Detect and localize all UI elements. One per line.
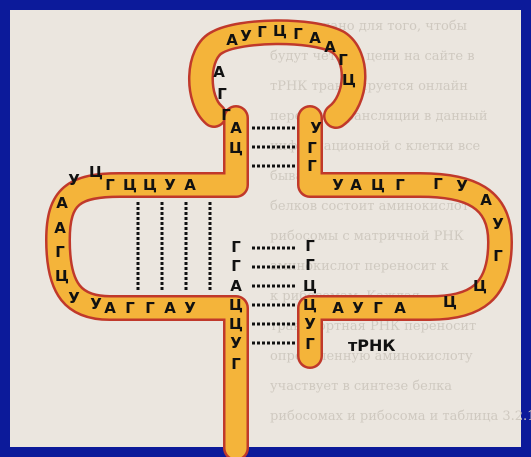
acceptor-stem-left-nucleotide: Ц: [229, 315, 243, 333]
acceptor-stem-left-nucleotide: Ц: [229, 296, 243, 314]
top-loop-nucleotide: Г: [293, 25, 303, 43]
acceptor-stem-right-nucleotide: Г: [305, 256, 315, 274]
top-loop-nucleotide: А: [324, 38, 336, 56]
left-loop-nucleotide: У: [68, 171, 80, 189]
left-loop-nucleotide: У: [68, 289, 80, 307]
background-text-line: рибосомах и рибосома и таблица 3.2.1: [270, 409, 531, 424]
background-text-line: участвует в синтезе белка: [270, 379, 452, 394]
top-loop-nucleotide: Ц: [273, 22, 287, 40]
background-text-line: будут четыре цепи на сайте в: [270, 49, 475, 64]
acceptor-stem-right-nucleotide: У: [304, 315, 316, 333]
top-loop-nucleotide: Г: [257, 23, 267, 41]
right-loop-nucleotide: У: [456, 177, 468, 195]
top-loop-nucleotide: Г: [338, 51, 348, 69]
acceptor-stem-left-nucleotide: А: [230, 277, 242, 295]
right-arm-bottom-nucleotide: А: [394, 299, 406, 317]
right-arm-top-nucleotide: У: [332, 176, 344, 194]
left-loop-nucleotide: Ц: [89, 163, 103, 181]
right-loop-nucleotide: У: [492, 215, 504, 233]
right-arm-bottom-nucleotide: А: [332, 299, 344, 317]
left-loop-nucleotide: А: [54, 219, 66, 237]
top-loop-nucleotide: А: [309, 29, 321, 47]
right-loop-nucleotide: Г: [433, 175, 443, 193]
background-text-line: рибосомы с матричной РНК: [270, 229, 464, 244]
right-arm-bottom-nucleotide: Г: [373, 299, 383, 317]
background-text-line: белков состоит аминокислот: [270, 199, 469, 214]
acceptor-stem-left-nucleotide: У: [230, 334, 242, 352]
background-text-line: аминокислот переносит к: [270, 259, 449, 274]
right-arm-bottom-nucleotide: У: [352, 299, 364, 317]
top-stem-right-nucleotide: У: [310, 119, 322, 137]
top-stem-left-nucleotide: Г: [217, 85, 227, 103]
right-loop-nucleotide: А: [480, 191, 492, 209]
right-arm-top-nucleotide: Г: [395, 176, 405, 194]
acceptor-stem-right-nucleotide: Г: [305, 237, 315, 255]
top-stem-right-nucleotide: Г: [307, 139, 317, 157]
left-arm-top-nucleotide: Г: [105, 176, 115, 194]
acceptor-stem-left-nucleotide: Г: [231, 355, 241, 373]
left-arm-bottom-nucleotide: А: [164, 299, 176, 317]
left-arm-top-nucleotide: У: [164, 176, 176, 194]
right-loop-nucleotide: Ц: [443, 293, 457, 311]
acceptor-stem-right-nucleotide: Ц: [303, 296, 317, 314]
top-loop-nucleotide: А: [226, 31, 238, 49]
left-arm-top-nucleotide: Ц: [123, 176, 137, 194]
background-text-line: тРНК транслируется онлайн: [270, 79, 468, 94]
left-loop-nucleotide: Г: [55, 243, 65, 261]
acceptor-stem-right-nucleotide: Г: [305, 335, 315, 353]
left-arm-bottom-nucleotide: А: [104, 299, 116, 317]
left-arm-bottom-nucleotide: Г: [145, 299, 155, 317]
acceptor-stem-left-nucleotide: Г: [231, 257, 241, 275]
left-loop-nucleotide: А: [56, 194, 68, 212]
top-loop-nucleotide: Ц: [342, 71, 356, 89]
top-stem-left-nucleotide: Ц: [229, 139, 243, 157]
left-loop-nucleotide: У: [90, 295, 102, 313]
left-loop-nucleotide: Ц: [55, 267, 69, 285]
right-arm-top-nucleotide: Ц: [371, 176, 385, 194]
right-arm-top-nucleotide: А: [350, 176, 362, 194]
top-stem-left-nucleotide: А: [213, 63, 225, 81]
top-stem-right-nucleotide: Г: [307, 157, 317, 175]
left-arm-top-nucleotide: Ц: [143, 176, 157, 194]
left-arm-top-nucleotide: А: [184, 176, 196, 194]
acceptor-stem-left-nucleotide: Г: [231, 238, 241, 256]
right-loop-nucleotide: Ц: [473, 277, 487, 295]
top-loop-nucleotide: У: [240, 27, 252, 45]
right-loop-nucleotide: Г: [493, 247, 503, 265]
acceptor-stem-right-nucleotide: Ц: [303, 277, 317, 295]
top-stem-left-nucleotide: А: [230, 119, 242, 137]
trna-label: тРНК: [348, 336, 395, 355]
left-arm-bottom-nucleotide: Г: [125, 299, 135, 317]
left-arm-bottom-nucleotide: У: [184, 299, 196, 317]
